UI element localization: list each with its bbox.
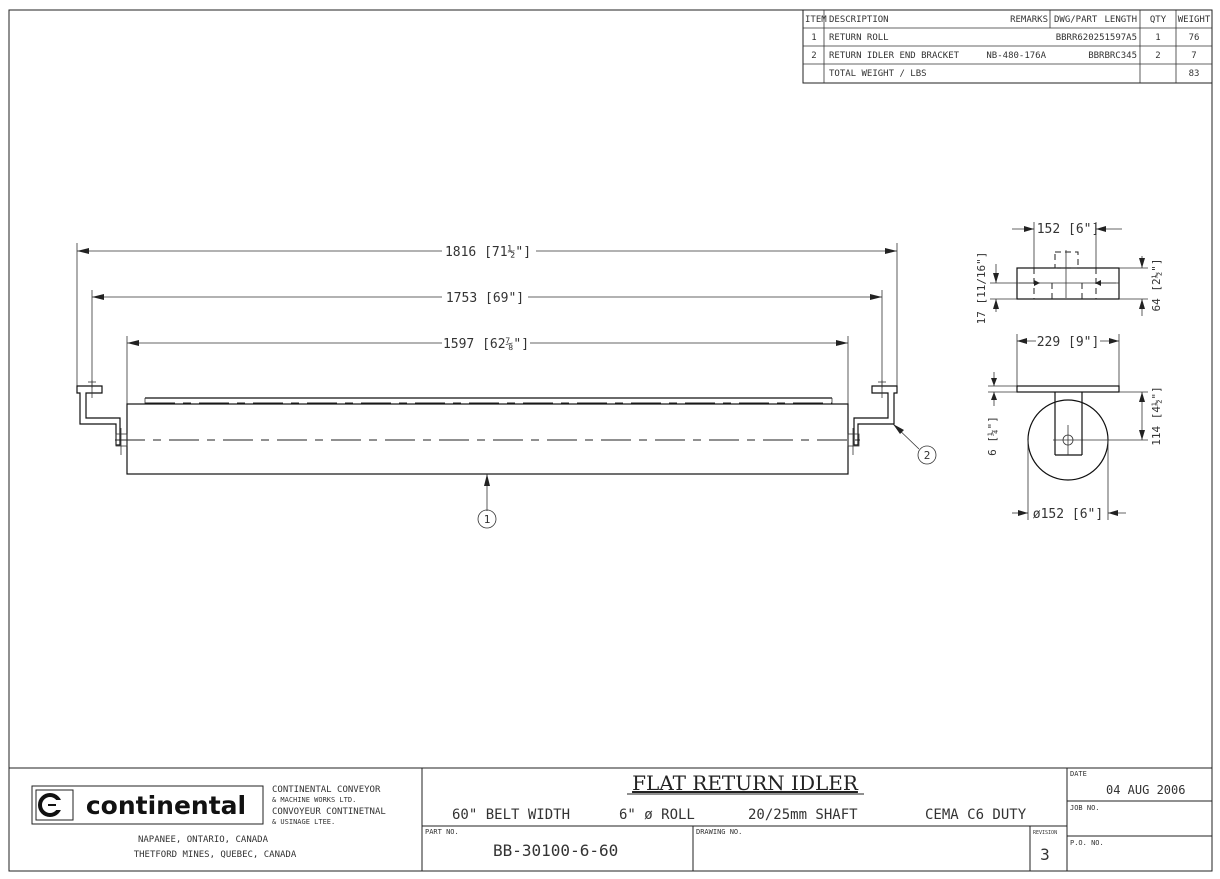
left-end-bracket bbox=[76, 385, 121, 446]
bom-header-qty: QTY bbox=[1150, 15, 1167, 25]
bom-header-length: LENGTH bbox=[1104, 15, 1137, 25]
balloon-item-2 bbox=[917, 445, 937, 465]
dim-plate-thickness: 6 [¼"] bbox=[986, 416, 999, 456]
right-end-bracket bbox=[853, 385, 898, 446]
dim-overall-length: 1816 [71½"] bbox=[445, 245, 531, 260]
bom-header-remarks: REMARKS bbox=[1010, 15, 1048, 25]
company-line-2: & MACHINE WORKS LTD. bbox=[272, 796, 356, 804]
dim-roll-diameter: ø152 [6"] bbox=[1033, 507, 1103, 522]
dim-mount-length: 1753 [69"] bbox=[446, 291, 524, 306]
bom-header-description: DESCRIPTION bbox=[829, 15, 889, 25]
company-line-1: CONTINENTAL CONVEYOR bbox=[272, 785, 381, 795]
return-roll bbox=[126, 403, 849, 475]
spec-roll: 6" ø ROLL bbox=[619, 807, 695, 823]
drawing-no-label: DRAWING NO. bbox=[696, 828, 742, 836]
company-logo-wordmark: continental bbox=[86, 791, 246, 820]
bom-row-1-description: RETURN ROLL bbox=[829, 33, 889, 43]
side-view: 229 [9"] 6 [¼"] 114 [4½"] bbox=[986, 334, 1163, 522]
dim-bracket-thickness: 17 [11/16"] bbox=[975, 252, 988, 325]
address-line-2: THETFORD MINES, QUEBEC, CANADA bbox=[134, 850, 297, 860]
bom-total-weight: 83 bbox=[1189, 69, 1200, 79]
bom-row-2-weight: 7 bbox=[1191, 51, 1196, 61]
bom-row-1-item: 1 bbox=[811, 33, 816, 43]
bom-row-2-item: 2 bbox=[811, 51, 816, 61]
po-no-label: P.O. NO. bbox=[1070, 839, 1104, 847]
dim-rise: 114 [4½"] bbox=[1150, 386, 1163, 446]
dim-bracket-height: 64 [2½"] bbox=[1150, 259, 1163, 312]
title-block: continental CONTINENTAL CONVEYOR & MACHI… bbox=[9, 767, 1212, 871]
bom-row-2-description: RETURN IDLER END BRACKET bbox=[829, 51, 960, 61]
front-view: 1816 [71½"] 1753 [69"] 1597 [62⅞"] bbox=[76, 243, 937, 529]
spec-duty: CEMA C6 DUTY bbox=[925, 807, 1027, 823]
part-no-label: PART NO. bbox=[425, 828, 459, 836]
bom-row-1-weight: 76 bbox=[1189, 33, 1200, 43]
revision-value: 3 bbox=[1040, 845, 1050, 864]
sheet-border bbox=[8, 9, 1213, 872]
spec-shaft: 20/25mm SHAFT bbox=[748, 807, 858, 823]
dim-base-width: 229 [9"] bbox=[1037, 335, 1100, 350]
balloon-item-1-label: 1 bbox=[484, 513, 491, 526]
bom-total-label: TOTAL WEIGHT / LBS bbox=[829, 69, 927, 79]
drawing-title: FLAT RETURN IDLER bbox=[632, 771, 859, 795]
bom-row-1-part: BBRR620251597A5 bbox=[1056, 33, 1137, 43]
part-no-value: BB-30100-6-60 bbox=[493, 841, 618, 860]
date-label: DATE bbox=[1070, 770, 1087, 778]
company-logo: continental bbox=[31, 785, 264, 825]
bom-row-2-qty: 2 bbox=[1155, 51, 1160, 61]
revision-label: REVISION bbox=[1033, 830, 1057, 836]
company-line-3: CONVOYEUR CONTINETNAL bbox=[272, 807, 386, 817]
bom-header-dwg-part: DWG/PART bbox=[1054, 15, 1098, 25]
dim-roll-length: 1597 [62⅞"] bbox=[443, 337, 529, 352]
balloon-item-2-label: 2 bbox=[924, 449, 931, 462]
address-line-1: NAPANEE, ONTARIO, CANADA bbox=[138, 835, 269, 845]
bom-row-2-remarks: NB-480-176A bbox=[986, 51, 1046, 61]
bom-header-item: ITEM bbox=[805, 15, 827, 25]
date-value: 04 AUG 2006 bbox=[1106, 783, 1185, 797]
company-line-4: & USINAGE LTEE. bbox=[272, 818, 335, 826]
bom-table: ITEM DESCRIPTION REMARKS DWG/PART LENGTH… bbox=[802, 9, 1213, 84]
spec-belt-width: 60" BELT WIDTH bbox=[452, 807, 570, 823]
dim-bracket-width: 152 [6"] bbox=[1037, 222, 1100, 237]
balloon-item-1 bbox=[477, 509, 497, 529]
bom-row-2-part: BBRBRC345 bbox=[1088, 51, 1137, 61]
bom-row-1-qty: 1 bbox=[1155, 33, 1160, 43]
top-view: 152 [6"] 17 [11/16"] 64 [2½"] bbox=[975, 222, 1163, 324]
job-no-label: JOB NO. bbox=[1070, 804, 1100, 812]
bom-header-weight: WEIGHT bbox=[1178, 15, 1211, 25]
